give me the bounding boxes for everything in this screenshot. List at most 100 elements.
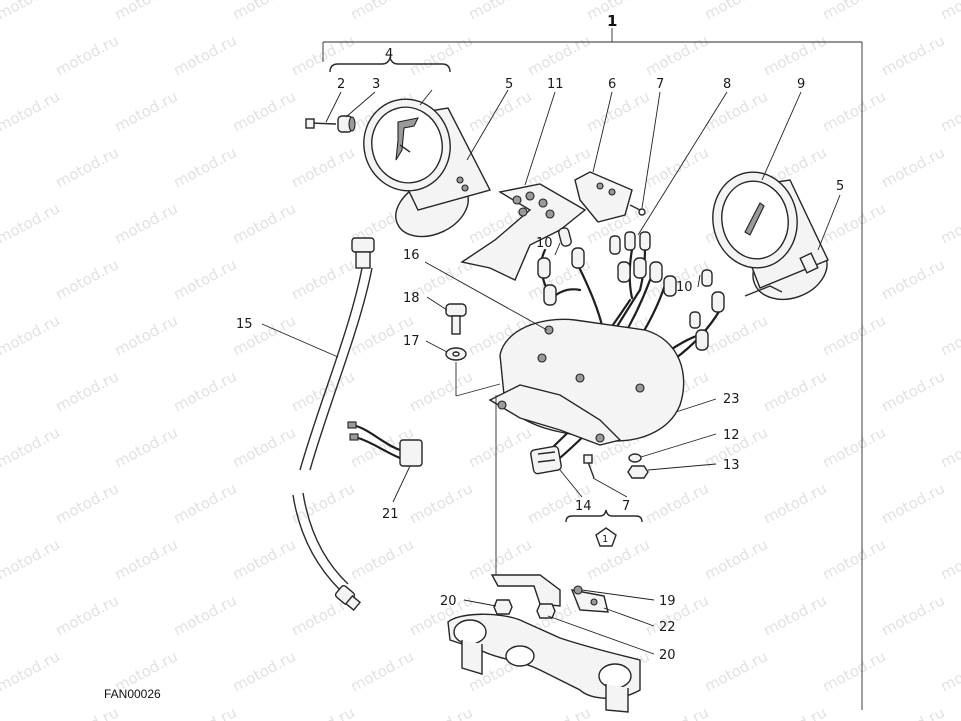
watermark-text: motod.ru (0, 199, 63, 247)
watermark-text: motod.ru (819, 647, 888, 695)
callout-7-top: 7 (656, 77, 664, 92)
watermark-text: motod.ru (288, 703, 357, 721)
watermark-text: motod.ru (819, 311, 888, 359)
watermark-text: motod.ru (170, 255, 239, 303)
callout-10-left: 10 (536, 236, 553, 251)
watermark-text: motod.ru (642, 143, 711, 191)
watermark-text: motod.ru (170, 703, 239, 721)
support-plate-23 (488, 318, 685, 446)
callout-labels: 1 4 2 3 5 11 6 7 8 9 5 10 10 16 18 17 15… (104, 12, 844, 701)
watermark-text: motod.ru (937, 535, 961, 583)
watermark-text: motod.ru (760, 479, 829, 527)
watermark-text: motod.ru (937, 0, 961, 24)
watermark-text: motod.ru (760, 367, 829, 415)
watermark-text: motod.ru (288, 255, 357, 303)
speedometer-gauge (712, 171, 829, 301)
watermark-text: motod.ru (111, 87, 180, 135)
watermark-text: motod.ru (170, 31, 239, 79)
callout-20-left: 20 (440, 594, 457, 609)
indicator-panel-11 (460, 183, 587, 281)
watermark-text: motod.ru (52, 143, 121, 191)
watermark-text: motod.ru (170, 479, 239, 527)
watermark-text: motod.ru (701, 535, 770, 583)
watermark-text: motod.ru (937, 199, 961, 247)
connector-21 (347, 421, 423, 467)
leader-lines (261, 89, 841, 655)
watermark-text: motod.ru (0, 535, 63, 583)
watermark-text: motod.ru (0, 591, 4, 639)
nut-20-left (493, 599, 513, 615)
callout-19: 19 (659, 594, 676, 609)
callout-3: 3 (372, 77, 380, 92)
watermark-text: motod.ru (229, 423, 298, 471)
watermark-text: motod.ru (878, 255, 947, 303)
watermark-text: motod.ru (0, 143, 4, 191)
watermark-text: motod.ru (819, 535, 888, 583)
kit-brace (565, 509, 643, 523)
watermark-text: motod.ru (0, 255, 4, 303)
callout-13: 13 (723, 458, 740, 473)
callout-18: 18 (403, 291, 420, 306)
watermark-text: motod.ru (642, 591, 711, 639)
watermark-text: motod.ru (819, 423, 888, 471)
watermark-text: motod.ru (406, 703, 475, 721)
watermark-text: motod.ru (347, 0, 416, 24)
screw-7-lower (583, 454, 595, 479)
watermark-text: motod.ru (52, 479, 121, 527)
watermark-text: motod.ru (0, 31, 4, 79)
watermark-text: motod.ru (760, 591, 829, 639)
watermark-text: motod.ru (52, 703, 121, 721)
watermark-text: motod.ru (170, 143, 239, 191)
callout-21: 21 (382, 507, 399, 522)
watermark-text: motod.ru (111, 199, 180, 247)
watermark-text: motod.ru (0, 87, 63, 135)
watermark-text: motod.ru (111, 535, 180, 583)
watermark-text: motod.ru (937, 647, 961, 695)
watermark-text: motod.ru (52, 367, 121, 415)
callout-12: 12 (723, 428, 740, 443)
watermark-text: motod.ru (288, 367, 357, 415)
watermark-text: motod.ru (642, 479, 711, 527)
callout-16: 16 (403, 248, 420, 263)
watermark-text: motod.ru (937, 311, 961, 359)
watermark-text: motod.ru (0, 0, 63, 24)
watermark-text: motod.ru (642, 31, 711, 79)
callout-11: 11 (547, 77, 564, 92)
watermark-text: motod.ru (111, 0, 180, 24)
watermark-text: motod.ru (406, 479, 475, 527)
watermark-text: motod.ru (52, 591, 121, 639)
watermark-text: motod.ru (347, 647, 416, 695)
callout-8: 8 (723, 77, 731, 92)
callout-22: 22 (659, 620, 676, 635)
watermark-text: motod.ru (701, 647, 770, 695)
watermark-text: motod.ru (819, 87, 888, 135)
module-6 (574, 171, 646, 223)
watermark-text: motod.ru (819, 0, 888, 24)
callout-15: 15 (236, 317, 253, 332)
callout-1: 1 (607, 12, 617, 30)
bolt-18 (445, 303, 467, 335)
watermark-text: motod.ru (229, 647, 298, 695)
watermark-text: motod.ru (170, 591, 239, 639)
nut-20-right (536, 603, 556, 619)
watermark-text: motod.ru (583, 0, 652, 24)
watermark-text: motod.ru (0, 647, 63, 695)
watermark-text: motod.ru (819, 199, 888, 247)
washer-17 (445, 347, 467, 361)
watermark-text: motod.ru (937, 87, 961, 135)
screw-2 (305, 118, 337, 129)
callout-4: 4 (385, 47, 393, 62)
upper-triple-clamp (447, 613, 641, 713)
callout-20-right: 20 (659, 648, 676, 663)
watermark-text: motod.ru (878, 143, 947, 191)
callout-14: 14 (575, 499, 592, 514)
drawing-code: FAN00026 (104, 687, 161, 701)
assembly-frame (322, 28, 863, 710)
callout-10-right: 10 (676, 280, 693, 295)
watermark-text: motod.ru (760, 31, 829, 79)
watermark-text: motod.ru (937, 423, 961, 471)
callout-5-right: 5 (836, 179, 844, 194)
kit-badge-shape (595, 527, 617, 547)
